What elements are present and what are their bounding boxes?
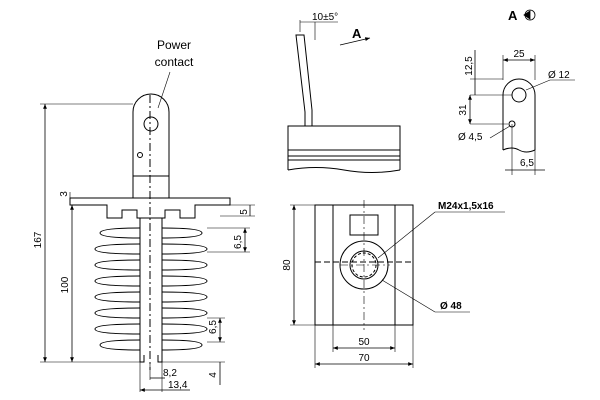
- break-line: [287, 167, 401, 173]
- dim-8-2: 8,2: [163, 368, 177, 379]
- view-a-arrow-label: A: [352, 26, 362, 41]
- bore-48: [339, 240, 389, 290]
- dim-lug-31: 31: [458, 104, 469, 116]
- power-contact-label-1: Power: [157, 38, 191, 52]
- dim-tilt-angle: 10±5°: [312, 12, 338, 23]
- fins-right: [161, 227, 208, 351]
- view-a-title: A: [508, 8, 518, 23]
- lug-detail-hole-12: [511, 87, 527, 103]
- dim-70: 70: [358, 353, 370, 364]
- dim-6-5-top: 6,5: [233, 235, 244, 249]
- lug-hole: [143, 116, 159, 132]
- power-contact-label-2: contact: [155, 55, 194, 69]
- dim-lug-12-5: 12,5: [464, 56, 475, 76]
- lug-detail-outline: [502, 78, 536, 125]
- dim-diameter-48: Ø 48: [440, 301, 462, 312]
- dim-3: 3: [59, 191, 70, 197]
- dim-lug-6-5: 6,5: [520, 158, 534, 169]
- dim-167: 167: [33, 231, 44, 248]
- dim-lug-hole-12: Ø 12: [548, 70, 570, 81]
- lug-detail: [468, 50, 575, 175]
- dim-100: 100: [60, 276, 71, 293]
- lug-outline: [132, 93, 170, 140]
- profile-view: [287, 20, 401, 173]
- view-a-symbol: [523, 9, 536, 21]
- lug-small-hole: [137, 152, 143, 158]
- dim-4: 4: [208, 372, 219, 378]
- side-view: [40, 71, 255, 392]
- thread-m24: [349, 250, 379, 280]
- slot: [349, 214, 379, 236]
- dim-80: 80: [282, 259, 293, 271]
- dim-6-5-bottom: 6,5: [208, 320, 219, 334]
- dim-13-4: 13,4: [168, 380, 188, 391]
- fins-left: [94, 227, 141, 351]
- dim-thread: M24x1,5x16: [438, 201, 494, 212]
- top-flange: [69, 197, 231, 219]
- dim-lug-25: 25: [513, 49, 525, 60]
- dim-50: 50: [358, 337, 370, 348]
- tilted-lug: [295, 34, 313, 127]
- dim-lug-hole-4-5: Ø 4,5: [458, 132, 483, 143]
- front-view: [290, 200, 505, 368]
- dim-5: 5: [239, 209, 250, 215]
- profile-body: [287, 125, 401, 151]
